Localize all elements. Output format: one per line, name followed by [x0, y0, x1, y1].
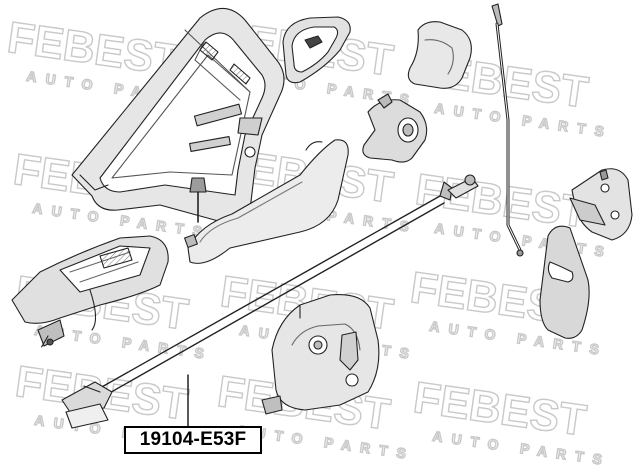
door-latch-assembly — [261, 293, 380, 415]
handle-end-cap-upper — [407, 21, 472, 89]
keyhole-bezel — [282, 16, 351, 84]
watermark: FEBEST AUTO PARTS — [410, 372, 613, 468]
part-number-label: 19104-E53F — [124, 426, 262, 454]
lock-cylinder-cover — [362, 93, 428, 163]
striker-cover — [539, 225, 590, 339]
outer-door-handle — [184, 139, 349, 264]
door-striker — [569, 168, 633, 241]
handle-carrier-frame — [71, 7, 285, 225]
handle-link-rod — [61, 174, 479, 429]
inner-handle-housing — [11, 235, 169, 348]
lock-rod — [491, 3, 524, 257]
